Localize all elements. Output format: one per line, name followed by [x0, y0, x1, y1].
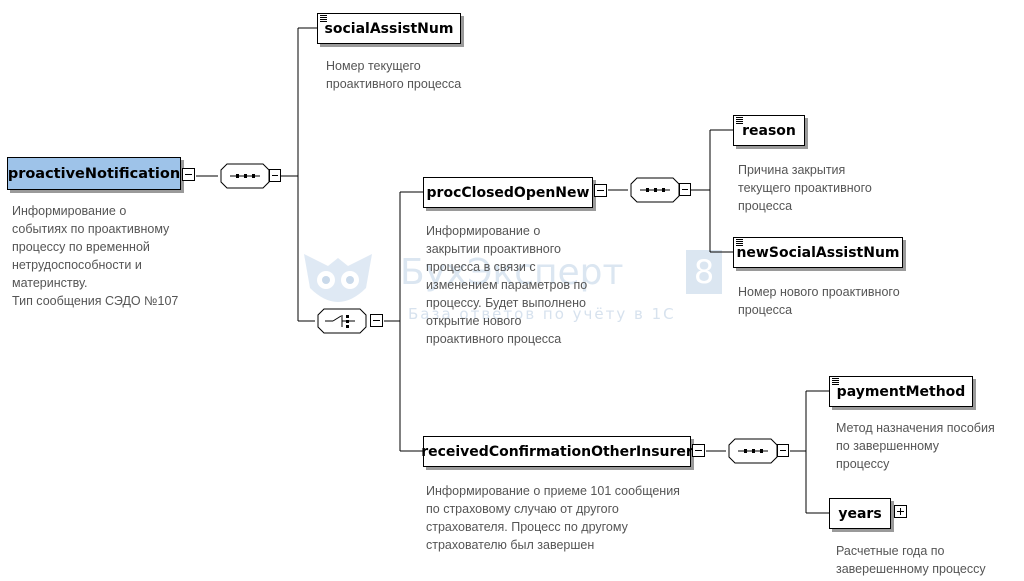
- element-name: receivedConfirmationOtherInsurer: [421, 443, 693, 460]
- collapse-toggle-icon[interactable]: [692, 444, 705, 457]
- document-icon: [832, 378, 839, 386]
- element-social-assist-num[interactable]: socialAssistNum: [317, 13, 461, 44]
- element-description: Номер нового проактивного процесса: [738, 285, 900, 317]
- element-new-social-assist-num[interactable]: newSocialAssistNum: [733, 237, 903, 268]
- expand-toggle-icon[interactable]: [894, 505, 907, 518]
- element-description: Причина закрытия текущего проактивного п…: [738, 163, 872, 213]
- element-name: years: [838, 505, 882, 522]
- element-name: paymentMethod: [836, 383, 966, 400]
- sequence-compositor-icon[interactable]: [218, 162, 282, 192]
- watermark-logo-icon: [304, 254, 372, 302]
- element-description: Информирование о приеме 101 сообщения по…: [426, 484, 680, 552]
- element-description: Метод назначения пособия по завершенному…: [836, 421, 995, 471]
- element-name: reason: [742, 122, 796, 139]
- element-years[interactable]: years: [829, 498, 891, 529]
- element-description: Расчетные года по заверешенному процессу: [836, 544, 986, 576]
- element-description: Информирование о закрытии проактивного п…: [426, 224, 588, 346]
- element-description: Номер текущего проактивного процесса: [326, 59, 462, 91]
- element-reason[interactable]: reason: [733, 115, 805, 146]
- element-name: socialAssistNum: [324, 20, 454, 37]
- element-proc-closed-open-new[interactable]: procClosedOpenNew: [423, 177, 593, 208]
- choice-compositor-icon[interactable]: [315, 307, 385, 337]
- element-name: newSocialAssistNum: [736, 244, 900, 261]
- sequence-compositor-icon[interactable]: [628, 176, 692, 206]
- document-icon: [736, 117, 743, 125]
- element-description: Информирование о событиях по проактивном…: [12, 204, 179, 308]
- sequence-compositor-icon[interactable]: [726, 437, 790, 467]
- document-icon: [736, 239, 743, 247]
- element-payment-method[interactable]: paymentMethod: [829, 376, 973, 407]
- collapse-toggle-icon[interactable]: [594, 184, 607, 197]
- element-name: proactiveNotification: [7, 165, 181, 182]
- element-received-confirmation-other-insurer[interactable]: receivedConfirmationOtherInsurer: [421, 436, 693, 467]
- collapse-toggle-icon[interactable]: [182, 168, 195, 181]
- element-proactive-notification[interactable]: proactiveNotification: [7, 157, 181, 190]
- element-name: procClosedOpenNew: [426, 184, 590, 201]
- document-icon: [320, 15, 327, 23]
